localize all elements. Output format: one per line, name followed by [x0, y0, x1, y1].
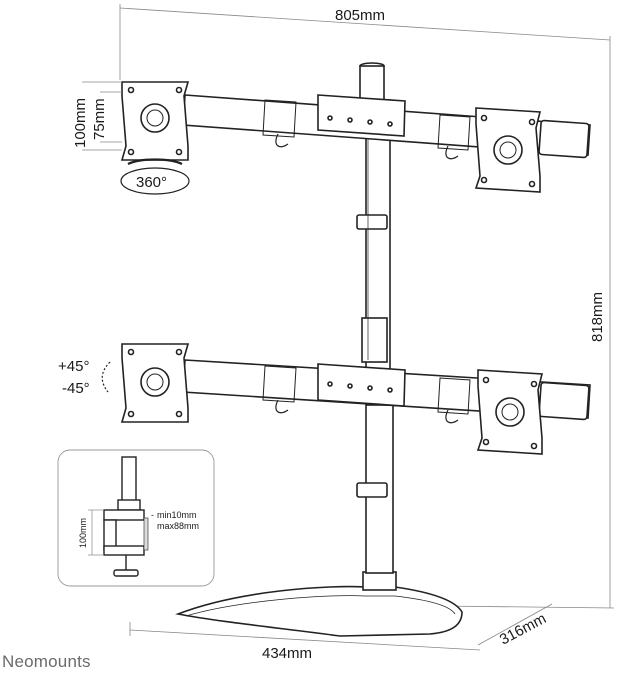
clamp-max-label: max88mm	[157, 521, 199, 531]
base-width-label: 434mm	[262, 645, 312, 662]
tilt-up-label: +45°	[58, 358, 89, 375]
width-label: 805mm	[335, 7, 385, 24]
base-dimensions	[129, 603, 553, 651]
vesa-100-label: 100mm	[72, 98, 89, 148]
tilt-indicator	[101, 361, 111, 393]
base-depth-label: 316mm	[497, 610, 549, 648]
swivel-label: 360°	[136, 174, 167, 191]
clamp-dash: -	[151, 510, 154, 520]
clamp-min-label: min10mm	[157, 510, 197, 520]
clamp-inset	[57, 449, 215, 587]
vesa-dimension-lines	[82, 81, 122, 151]
height-dimension	[439, 90, 615, 609]
vesa-plate-top-right	[474, 107, 542, 193]
vesa-plate-bottom-left	[120, 343, 190, 423]
desk-base	[175, 585, 463, 637]
mounting-pole	[356, 62, 397, 591]
clamp-height-label: 100mm	[78, 518, 88, 548]
vesa-plate-top-left	[120, 81, 190, 161]
swivel-indicator	[120, 158, 190, 195]
vesa-plate-bottom-right	[476, 369, 544, 455]
tilt-down-label: -45°	[62, 380, 90, 397]
height-label: 818mm	[589, 292, 606, 342]
brand-logo-text: Neomounts	[2, 652, 91, 671]
width-dimension	[119, 4, 611, 90]
vesa-75-label: 75mm	[91, 98, 108, 140]
